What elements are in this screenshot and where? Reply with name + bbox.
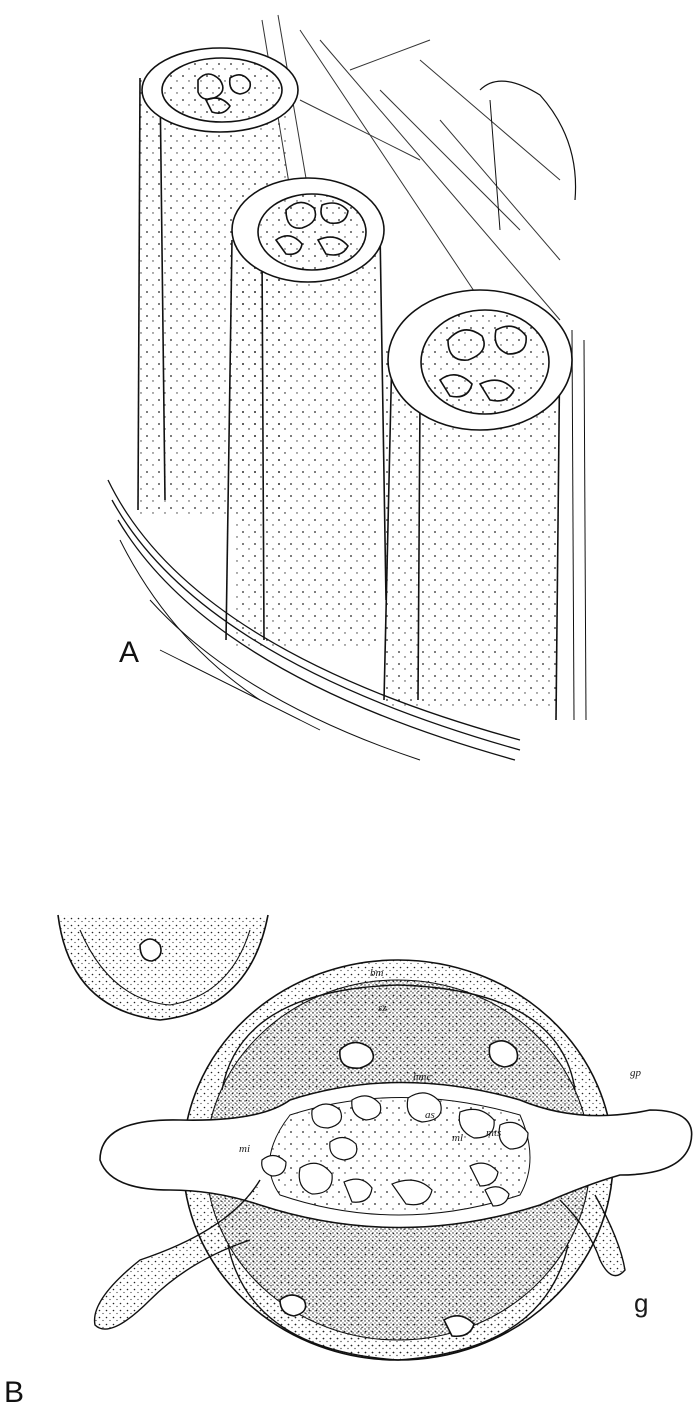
- cell-edge: [480, 81, 576, 200]
- annotation-bm: bm: [370, 968, 383, 979]
- cell-column: [226, 178, 386, 650]
- panel-label-a: A: [119, 638, 139, 668]
- annotation-g: g: [634, 1290, 648, 1316]
- panel-a-illustration: [108, 15, 586, 760]
- annotation-mi: mi: [239, 1144, 250, 1155]
- annotation-gp: gp: [630, 1068, 641, 1079]
- cell-column: [384, 290, 586, 720]
- annotation-as: as: [425, 1110, 435, 1121]
- annotation-mts: mts: [486, 1128, 501, 1139]
- lower-cap: [228, 1245, 568, 1360]
- panel-label-b: B: [4, 1378, 24, 1408]
- annotation-sz: sz: [378, 1003, 387, 1014]
- panel-b-illustration: [58, 915, 692, 1360]
- annotation-ml: ml: [452, 1133, 463, 1144]
- annotation-hmc: hmc: [413, 1072, 431, 1083]
